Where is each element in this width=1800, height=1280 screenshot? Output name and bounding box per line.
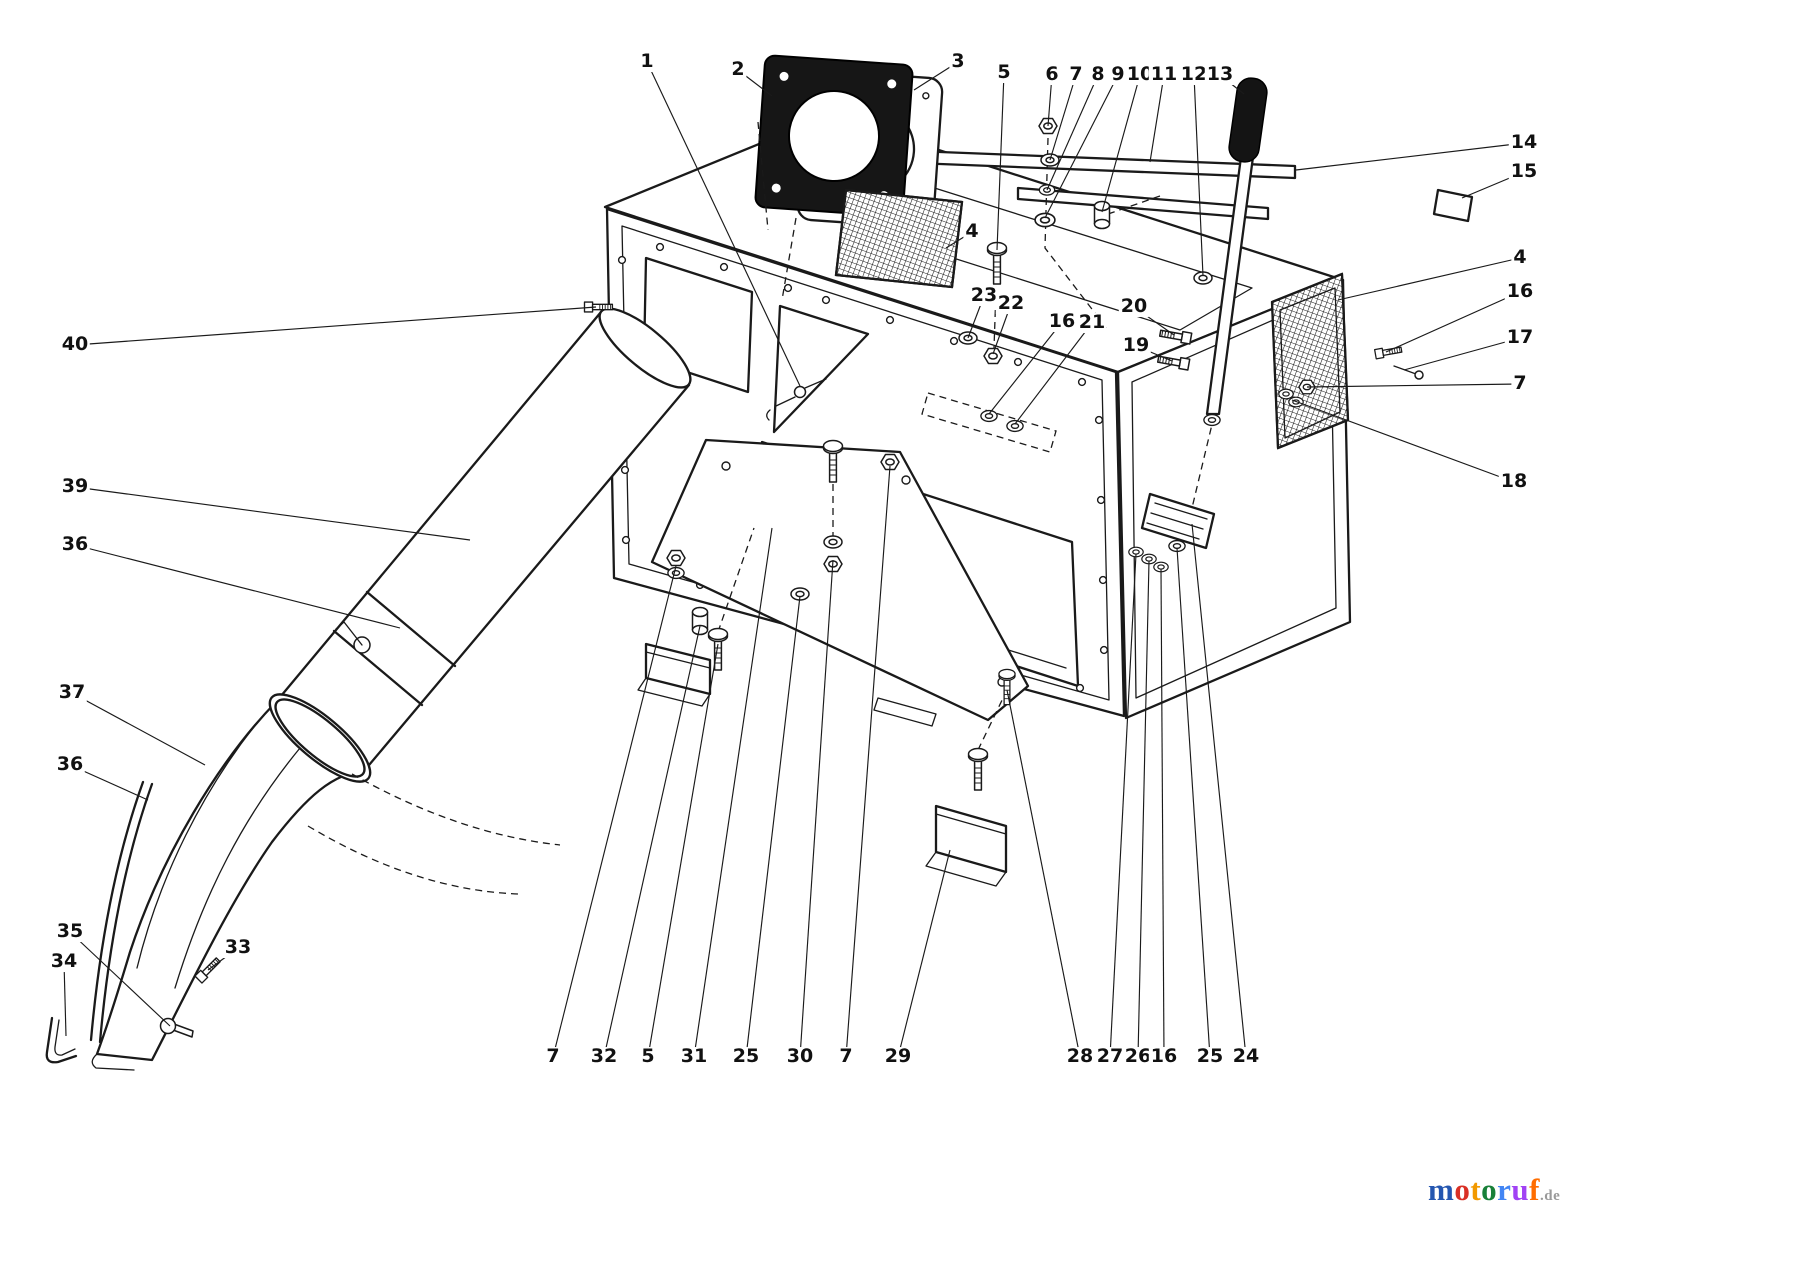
cable-pivot	[766, 378, 827, 421]
construction-lines	[307, 121, 1215, 895]
flat-washer	[667, 566, 685, 580]
inlet-plate	[754, 54, 914, 218]
flat-washer	[1278, 388, 1294, 400]
flat-washer	[1203, 413, 1221, 427]
intake-screen	[834, 188, 964, 289]
flat-washer	[1006, 419, 1024, 433]
flange-nut	[666, 549, 686, 567]
flat-washer	[980, 409, 998, 423]
id-label-plate	[1432, 188, 1474, 223]
deflector-strip	[98, 782, 154, 1044]
watermark-letter: m	[1428, 1172, 1455, 1207]
watermark-letter: r	[1497, 1172, 1512, 1207]
spacer	[1093, 200, 1111, 230]
lower-chute	[89, 590, 457, 1071]
spring-clip	[45, 1016, 78, 1064]
watermark-letter: t	[1470, 1172, 1482, 1207]
hex-nut	[983, 347, 1003, 365]
carriage-bolt	[707, 627, 729, 671]
carriage-bolt	[967, 747, 989, 791]
flat-washer	[1034, 212, 1056, 228]
leader-lines	[63, 61, 1525, 1058]
cotter-pin	[1393, 365, 1424, 380]
spacer	[691, 606, 709, 636]
discharge-tube	[274, 307, 692, 773]
support-bracket-assembly	[637, 438, 1030, 887]
flat-washer	[823, 535, 843, 549]
wing-knob	[159, 1017, 194, 1038]
latch-handle	[1140, 492, 1216, 550]
watermark-letter: u	[1511, 1172, 1530, 1207]
fasteners	[45, 117, 1424, 1064]
handle-assembly	[1205, 77, 1268, 416]
watermark-letter: f	[1529, 1172, 1540, 1207]
watermark-word: motoruf	[1428, 1172, 1540, 1207]
side-grille	[1270, 272, 1350, 450]
watermark-suffix: .de	[1540, 1188, 1561, 1204]
watermark-letter: o	[1454, 1172, 1471, 1207]
watermark-logo: motoruf.de	[1428, 1172, 1560, 1208]
anchor-bracket-right	[925, 804, 1008, 887]
watermark-letter: o	[1481, 1172, 1498, 1207]
handle-grip	[1228, 77, 1268, 163]
